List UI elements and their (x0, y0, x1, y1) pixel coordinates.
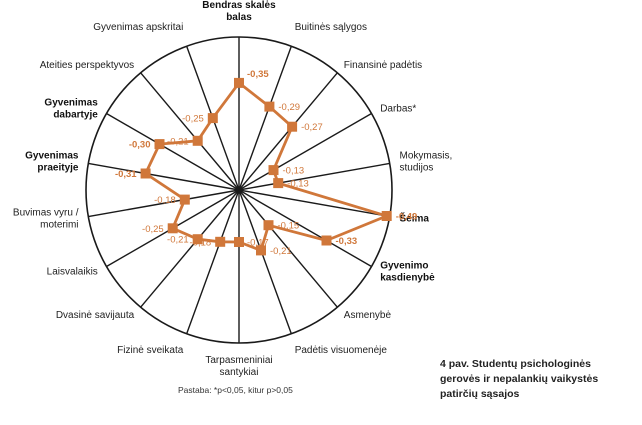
caption-line-2: gerovės ir nepalankių vaikystės (440, 373, 599, 385)
data-point-marker (215, 236, 226, 247)
radar-spoke (140, 189, 240, 308)
axis-label: Mokymasis,studijos (400, 151, 453, 174)
data-point-marker (234, 77, 244, 88)
radar-spoke (238, 189, 292, 335)
data-label: -0,25 (182, 114, 204, 125)
radar-spoke (238, 45, 292, 191)
radar-spoke (140, 72, 240, 191)
data-label: -0,13 (283, 166, 305, 177)
radar-spoke (238, 112, 372, 191)
radar-spoke (88, 189, 240, 218)
data-point-marker (273, 178, 284, 189)
data-label: -0,27 (301, 122, 323, 133)
axis-label: Buitinės sąlygos (295, 22, 367, 33)
data-label: -0,13 (287, 179, 309, 190)
data-point-marker (207, 113, 218, 124)
axis-label: Fizinė sveikata (117, 345, 184, 356)
data-point-marker (154, 139, 165, 150)
data-label: -0,21 (270, 246, 292, 257)
data-label: -0,18 (190, 237, 212, 248)
data-label: -0,30 (129, 140, 151, 151)
axis-label: Asmenybė (344, 310, 392, 321)
radar-spoke (238, 162, 390, 191)
data-label: -0,17 (247, 238, 269, 249)
data-point-marker (256, 245, 266, 256)
data-label: -0,21 (167, 136, 189, 147)
data-point-marker (287, 121, 298, 132)
axis-label: Dvasinė savijauta (56, 310, 135, 321)
radar-spoke (238, 189, 372, 268)
data-point-marker (381, 211, 392, 221)
data-point-marker (234, 237, 244, 247)
radar-series (140, 77, 392, 256)
axis-label: Darbas* (380, 104, 416, 115)
value-labels: -0,35 -0,29-0,27 -0,13 -0,13 -0,49 -0,33 -0,15… (115, 69, 417, 257)
data-label: -0,18 (154, 195, 176, 206)
data-point-marker (179, 194, 190, 205)
data-label: -0,21 (167, 235, 189, 246)
data-point-marker (264, 101, 275, 112)
axis-label: Laisvalaikis (47, 267, 98, 278)
radar-spoke (106, 112, 240, 191)
data-point-marker (167, 223, 178, 234)
axis-label: Gyvenimas apskritai (93, 22, 183, 33)
caption-line-3: patirčių sąsajos (440, 388, 520, 400)
data-point-marker (192, 135, 203, 146)
data-point-marker (268, 165, 279, 176)
axis-label: Finansinė padėtis (344, 60, 422, 71)
data-label: -0,33 (336, 236, 358, 247)
data-label: -0,49 (396, 212, 418, 223)
axis-label: Buvimas vyru /moterimi (13, 207, 79, 230)
data-label: -0,15 (278, 221, 300, 232)
figure-caption: 4 pav. Studentų psichologinės gerovės ir… (440, 357, 640, 402)
figure-note: Pastaba: *p<0,05, kitur p>0,05 (178, 385, 293, 395)
axis-label: Šeima (400, 211, 430, 224)
radar-spoke (88, 162, 240, 191)
data-point-marker (192, 234, 203, 245)
data-label: -0,31 (115, 169, 137, 180)
data-label: -0,35 (247, 69, 269, 80)
axis-label: Padėtis visuomenėje (295, 345, 388, 356)
data-point-marker (140, 168, 151, 179)
data-point-marker (263, 220, 274, 231)
data-label: -0,29 (278, 102, 300, 113)
axis-label: Ateities perspektyvos (40, 60, 135, 71)
data-point-marker (321, 235, 332, 246)
radar-spoke (238, 189, 338, 308)
caption-line-1: 4 pav. Studentų psichologinės (440, 358, 591, 370)
data-label: -0,25 (142, 224, 164, 235)
radar-spoke (238, 189, 390, 218)
radar-spoke (186, 189, 240, 335)
